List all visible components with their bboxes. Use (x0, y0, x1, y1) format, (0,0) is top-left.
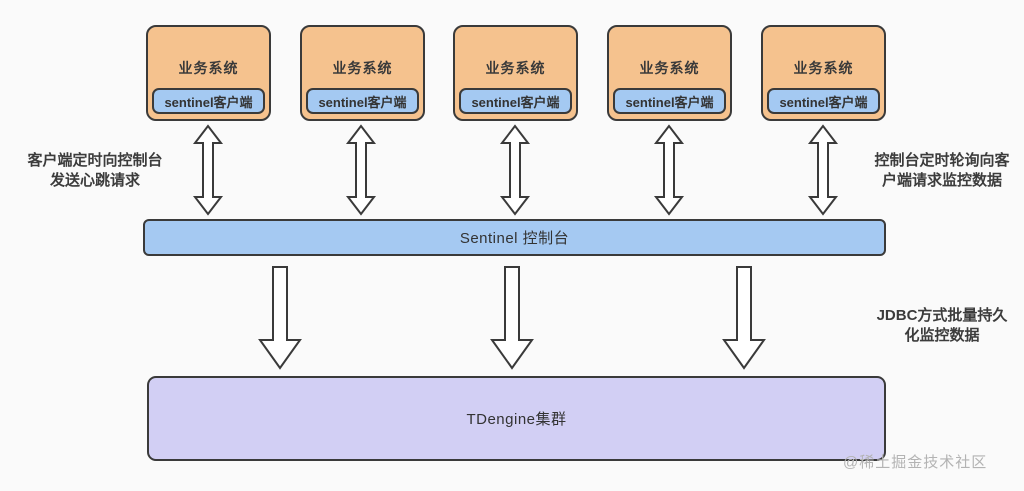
sentinel-client-box: sentinel客户端 (613, 88, 726, 114)
business-system-box-1: 业务系统 sentinel客户端 (146, 25, 271, 121)
watermark: @稀土掘金技术社区 (843, 454, 988, 471)
double-arrow-5 (807, 124, 839, 216)
double-arrow-2 (345, 124, 377, 216)
sentinel-client-box: sentinel客户端 (459, 88, 572, 114)
annotation-line: JDBC方式批量持久 (876, 307, 1008, 324)
sentinel-console-bar: Sentinel 控制台 (143, 219, 886, 256)
annotation-jdbc: JDBC方式批量持久 化监控数据 (862, 306, 1022, 346)
double-arrow-3 (499, 124, 531, 216)
annotation-heartbeat: 客户端定时向控制台 发送心跳请求 (15, 151, 175, 191)
down-arrow-1 (258, 266, 302, 370)
sentinel-client-box: sentinel客户端 (152, 88, 265, 114)
business-system-label: 业务系统 (332, 60, 393, 76)
business-system-box-4: 业务系统 sentinel客户端 (607, 25, 732, 121)
annotation-polling: 控制台定时轮询向客 户端请求监控数据 (862, 151, 1022, 191)
down-arrow-3 (722, 266, 766, 370)
business-system-box-5: 业务系统 sentinel客户端 (761, 25, 886, 121)
business-system-box-2: 业务系统 sentinel客户端 (300, 25, 425, 121)
double-arrow-4 (653, 124, 685, 216)
business-system-label: 业务系统 (793, 60, 854, 76)
business-system-box-3: 业务系统 sentinel客户端 (453, 25, 578, 121)
double-arrow-1 (192, 124, 224, 216)
annotation-line: 控制台定时轮询向客 (874, 152, 1010, 169)
annotation-line: 化监控数据 (904, 327, 980, 344)
annotation-line: 户端请求监控数据 (881, 172, 1002, 189)
tdengine-cluster-box: TDengine集群 (147, 376, 886, 461)
annotation-line: 客户端定时向控制台 (27, 152, 163, 169)
sentinel-client-box: sentinel客户端 (767, 88, 880, 114)
business-system-label: 业务系统 (639, 60, 700, 76)
sentinel-client-box: sentinel客户端 (306, 88, 419, 114)
business-system-label: 业务系统 (485, 60, 546, 76)
business-system-label: 业务系统 (178, 60, 239, 76)
down-arrow-2 (490, 266, 534, 370)
annotation-line: 发送心跳请求 (49, 172, 140, 189)
